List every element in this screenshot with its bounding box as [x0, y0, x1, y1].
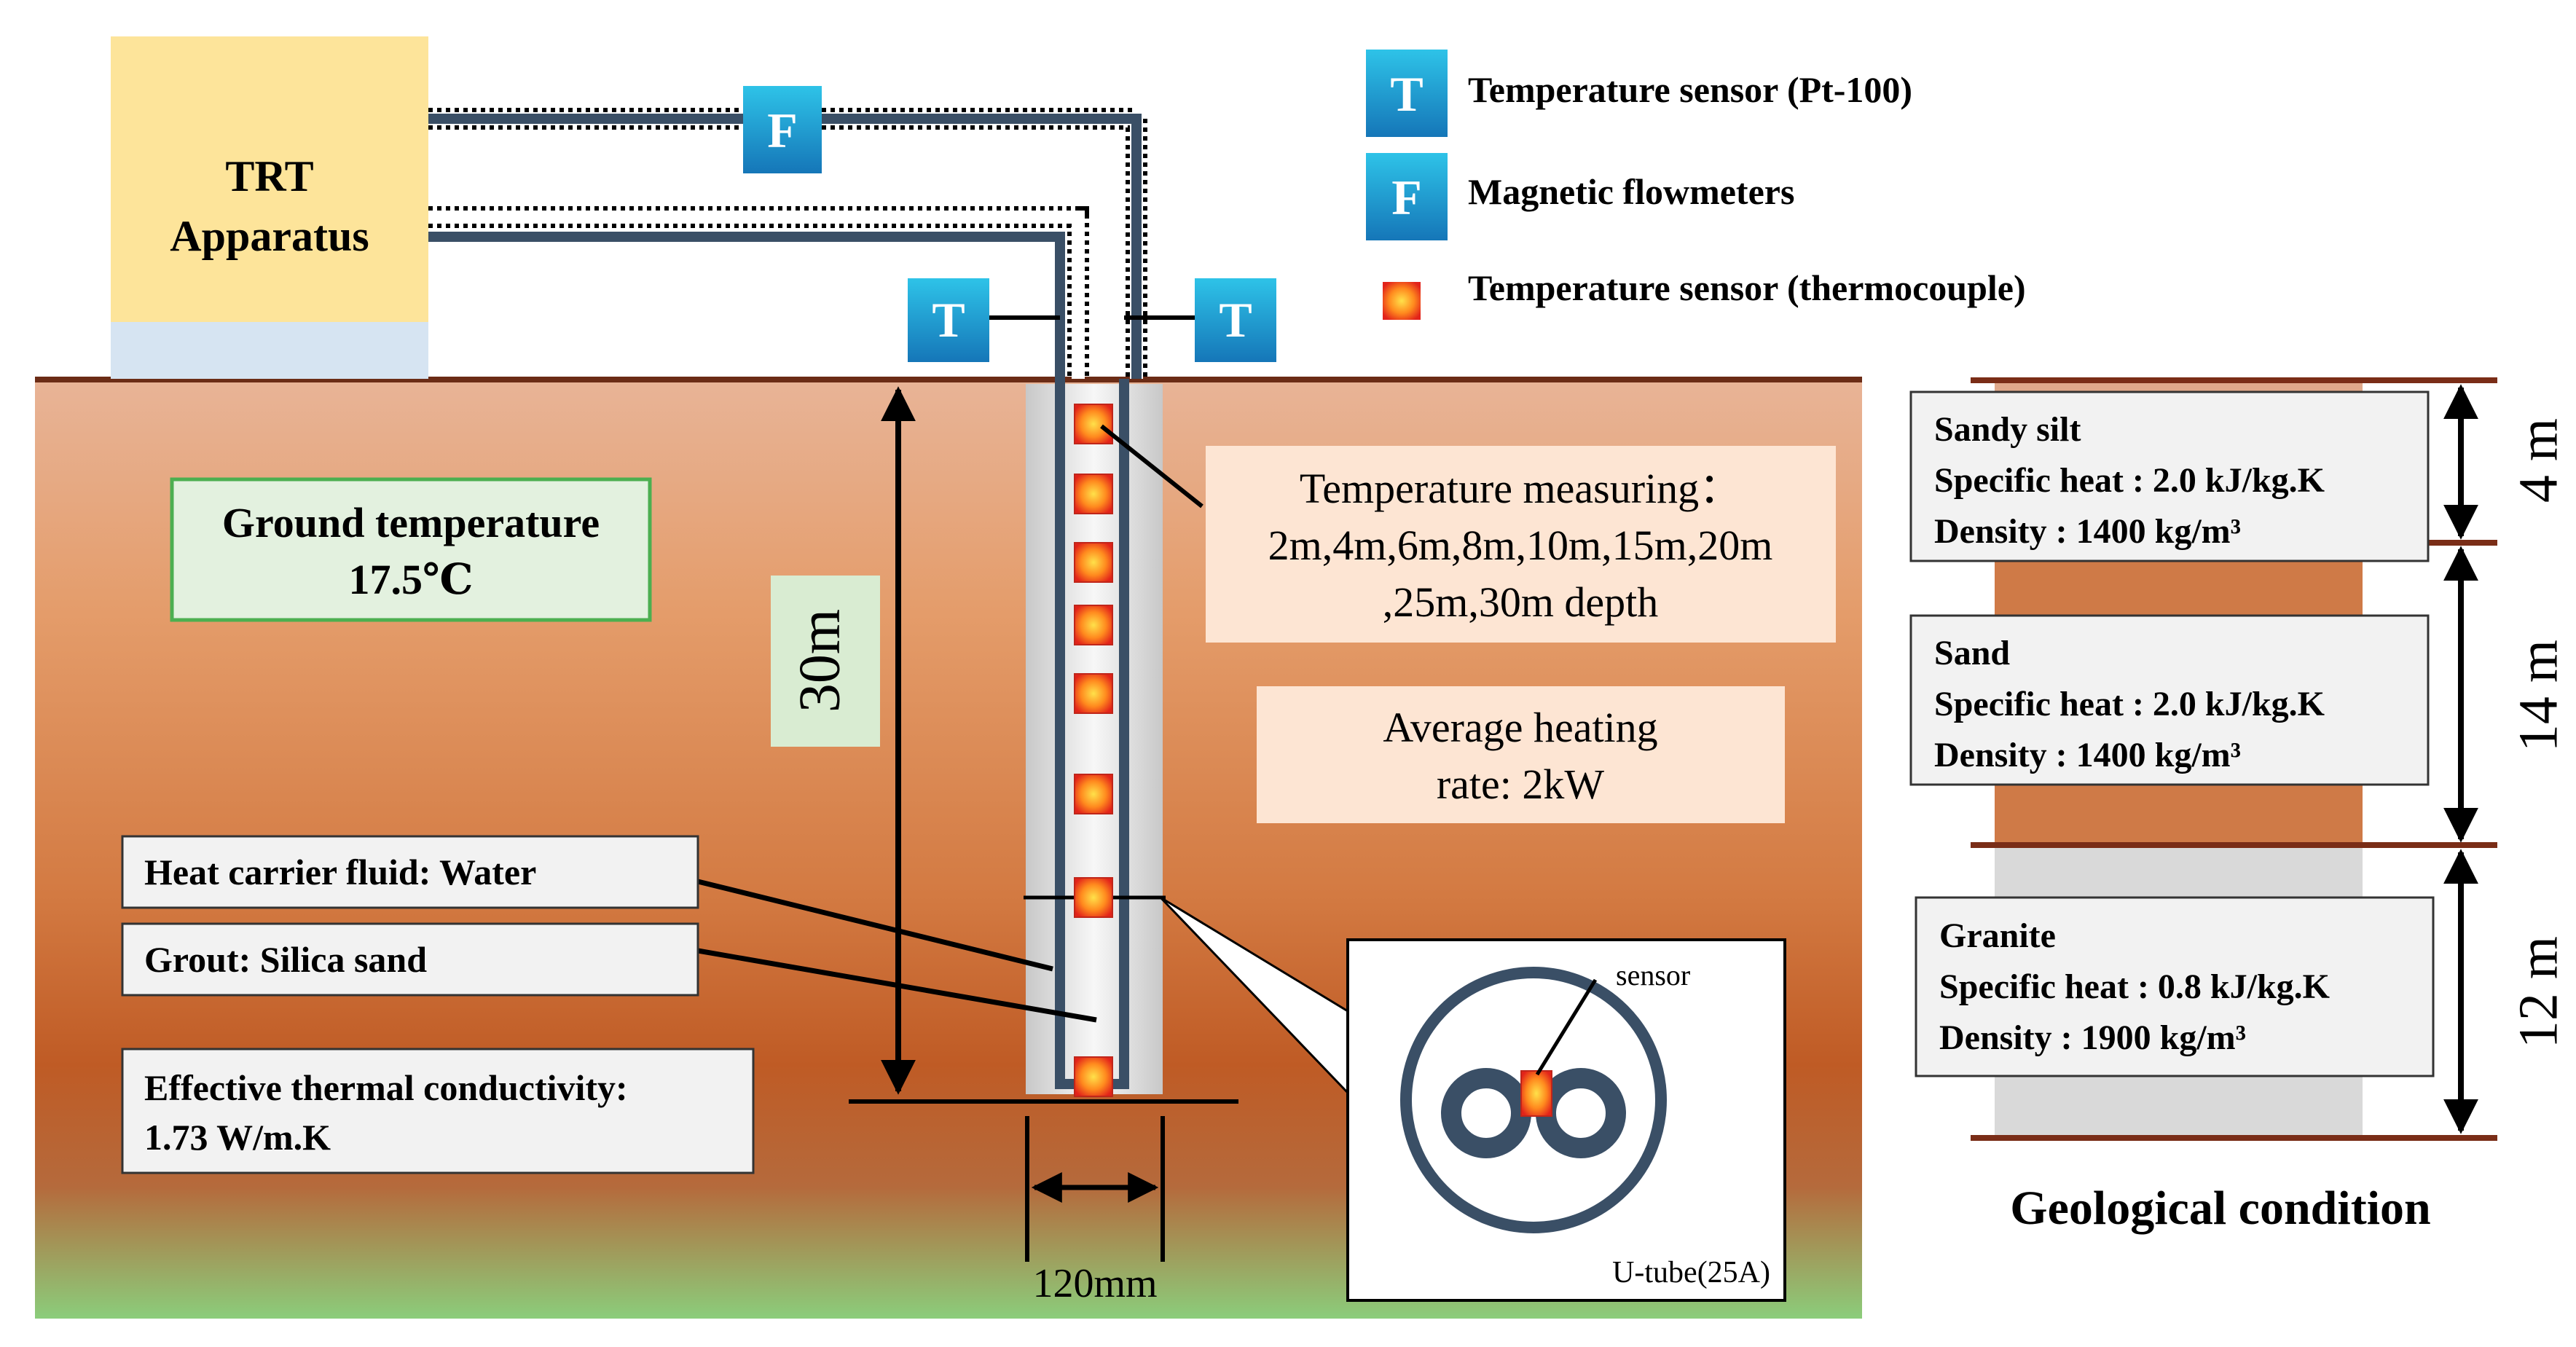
inset-utube-label: U-tube(25A) — [1612, 1256, 1770, 1289]
layer-sandy-silt-density: Density : 1400 kg/m³ — [1934, 512, 2241, 551]
measuring-line3: ,25m,30m depth — [1383, 578, 1659, 626]
thickness-14m: 14 m — [2508, 640, 2569, 752]
layer-granite-heat: Specific heat : 0.8 kJ/kg.K — [1939, 967, 2330, 1006]
return-pipe — [428, 206, 1089, 379]
heating-line1: Average heating — [1383, 704, 1657, 751]
layer-sand-box — [1909, 614, 2430, 786]
legend-thermocouple-square — [1383, 282, 1421, 320]
conductivity-box — [121, 1048, 755, 1174]
thermocouple-sensor — [1074, 605, 1113, 645]
svg-text:F: F — [1391, 170, 1422, 225]
measuring-pointer — [1100, 424, 1203, 508]
conductivity-line2: 1.73 W/m.K — [144, 1117, 331, 1158]
thermocouple-sensor — [1074, 542, 1113, 583]
thermocouple-sensor — [1074, 404, 1113, 444]
inset-borehole-circle — [1400, 967, 1667, 1233]
depth-label: 30m — [788, 609, 852, 712]
heating-line2: rate: 2kW — [1437, 761, 1605, 808]
svg-text:Temperature sensor (Pt-100): Temperature sensor (Pt-100) — [1468, 69, 1912, 110]
ground-temperature-line1: Ground temperature — [222, 499, 600, 546]
legend-thermocouple: Temperature sensor (thermocouple) — [1383, 267, 2026, 320]
thickness-12m: 12 m — [2508, 936, 2569, 1048]
layer-granite-box — [1915, 896, 2435, 1077]
layer-granite-name: Granite — [1939, 916, 2056, 955]
supply-pipe — [428, 108, 1147, 379]
thermocouple-sensor — [1074, 774, 1113, 814]
conductivity-line1: Effective thermal conductivity: — [144, 1067, 628, 1108]
flowmeter: F — [743, 86, 822, 173]
svg-text:Temperature sensor (thermocoup: Temperature sensor (thermocouple) — [1468, 267, 2026, 308]
thermocouple-sensor — [1074, 877, 1113, 918]
borehole-width-label: 120mm — [1032, 1261, 1157, 1306]
legend-flowmeter: F Magnetic flowmeters — [1366, 153, 1794, 240]
layer-sandy-silt-heat: Specific heat : 2.0 kJ/kg.K — [1934, 461, 2325, 500]
svg-text:T: T — [932, 292, 965, 347]
legend-pt100: T Temperature sensor (Pt-100) — [1366, 50, 1912, 137]
grout-box — [121, 922, 699, 997]
trt-apparatus — [111, 36, 428, 322]
inset-sensor-label: sensor — [1616, 959, 1690, 991]
thermocouple-sensor — [1074, 474, 1113, 514]
layer-sand-density: Density : 1400 kg/m³ — [1934, 736, 2241, 774]
thermocouple-sensor — [1074, 673, 1113, 714]
apparatus-line2: Apparatus — [170, 212, 369, 260]
inset-sensor-pointer — [1535, 978, 1598, 1076]
svg-text:F: F — [767, 103, 798, 158]
inset-sensor — [1520, 1070, 1552, 1117]
thermocouple-sensor — [1074, 1056, 1113, 1097]
legend-f-badge — [1366, 153, 1448, 240]
fluid-box — [121, 835, 699, 909]
ground-temperature-line2: 17.5℃ — [349, 556, 474, 603]
thermocouple-sensors — [1024, 404, 1166, 1097]
layer-sandy-silt-name: Sandy silt — [1934, 410, 2081, 449]
fluid-pointer — [697, 879, 1053, 972]
layer-sand-heat: Specific heat : 2.0 kJ/kg.K — [1934, 685, 2325, 723]
apparatus-line1: TRT — [225, 152, 313, 200]
measuring-line1: Temperature measuring： — [1300, 465, 1741, 512]
fluid-label: Heat carrier fluid: Water — [144, 852, 536, 892]
measuring-box — [1206, 446, 1836, 643]
depth-label-box — [771, 576, 880, 747]
grout-pointer — [697, 948, 1097, 1023]
grout-label: Grout: Silica sand — [144, 939, 427, 980]
thickness-4m: 4 m — [2508, 418, 2569, 503]
layer-granite-density: Density : 1900 kg/m³ — [1939, 1018, 2246, 1057]
legend-t-badge — [1366, 50, 1448, 137]
heating-box — [1257, 686, 1785, 823]
svg-text:T: T — [1219, 292, 1252, 347]
inset-box — [1346, 938, 1786, 1302]
t-sensor-right: T — [1195, 278, 1276, 362]
geo-title: Geological condition — [2010, 1182, 2431, 1235]
t-sensor-left: T — [908, 278, 989, 362]
layer-sand-name: Sand — [1934, 634, 2010, 672]
svg-text:Magnetic flowmeters: Magnetic flowmeters — [1468, 171, 1794, 212]
trt-apparatus-base — [111, 322, 428, 379]
ground-temperature-box — [170, 477, 652, 622]
measuring-line2: 2m,4m,6m,8m,10m,15m,20m — [1268, 522, 1773, 569]
svg-text:T: T — [1390, 66, 1423, 122]
layer-sandy-silt-box — [1909, 390, 2430, 562]
